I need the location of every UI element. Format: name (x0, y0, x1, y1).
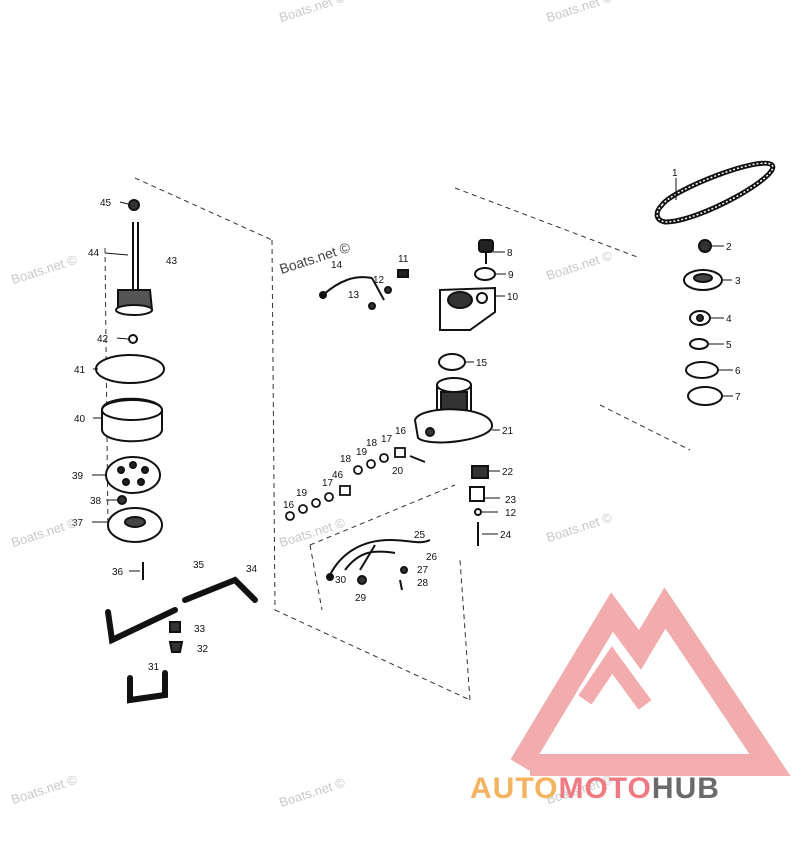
callout-37: 37 (72, 518, 84, 529)
callout-44: 44 (88, 248, 100, 259)
callout-10: 10 (507, 292, 519, 303)
brand-logo (510, 587, 791, 776)
callout-1: 1 (672, 168, 678, 179)
callout-30: 30 (335, 575, 347, 586)
callout-40: 40 (74, 414, 86, 425)
brand-moto: MOTO (558, 772, 652, 805)
callout-2: 2 (726, 242, 732, 253)
callout-3: 3 (735, 276, 741, 287)
callout-45: 45 (100, 198, 112, 209)
callout-20: 20 (392, 466, 404, 477)
callout-24: 24 (500, 530, 512, 541)
callout-46: 46 (332, 470, 344, 481)
callout-25: 25 (414, 530, 426, 541)
callout-22: 22 (502, 467, 514, 478)
parts-bracket-assembly (439, 239, 496, 331)
parts-wiring (326, 538, 431, 591)
callout-4: 4 (726, 314, 732, 325)
brand-wordmark: AUTOMOTOHUB (470, 772, 720, 806)
callout-31: 31 (148, 662, 160, 673)
brand-auto: AUTO (470, 772, 559, 805)
callouts: 1 2 3 4 5 6 7 8 9 10 11 12 13 14 15 16 1… (72, 168, 741, 673)
callout-11: 11 (398, 254, 409, 265)
part-belt (654, 160, 776, 225)
callout-12: 12 (373, 275, 385, 286)
parts-right-column (683, 239, 723, 406)
leader-lines (92, 178, 733, 572)
callout-7: 7 (735, 392, 741, 403)
callout-38: 38 (90, 496, 102, 507)
callout-18b: 18 (340, 454, 352, 465)
callout-34: 34 (246, 564, 258, 575)
callout-17b: 17 (322, 478, 334, 489)
callout-14: 14 (331, 260, 343, 271)
callout-6: 6 (735, 366, 741, 377)
callout-28: 28 (417, 578, 429, 589)
callout-8: 8 (507, 248, 513, 259)
parts-hose-fitting (319, 269, 409, 310)
brand-hub: HUB (651, 772, 720, 805)
parts-fittings (168, 621, 184, 653)
callout-16b: 16 (283, 500, 295, 511)
callout-42: 42 (97, 334, 109, 345)
callout-19b: 19 (296, 488, 308, 499)
callout-41: 41 (74, 365, 86, 376)
callout-36: 36 (112, 567, 124, 578)
callout-9: 9 (508, 270, 514, 281)
callout-27: 27 (417, 565, 429, 576)
callout-21: 21 (502, 426, 514, 437)
callout-12b: 12 (505, 508, 517, 519)
callout-43: 43 (166, 256, 178, 267)
parts-connector (469, 465, 489, 546)
callout-5: 5 (726, 340, 732, 351)
parts-left-stack (95, 199, 165, 580)
callout-19: 19 (356, 447, 368, 458)
callout-26: 26 (426, 552, 438, 563)
callout-35: 35 (193, 560, 205, 571)
callout-18: 18 (366, 438, 378, 449)
callout-23: 23 (505, 495, 517, 506)
callout-16: 16 (395, 426, 407, 437)
callout-32: 32 (197, 644, 209, 655)
parts-motor (413, 353, 493, 444)
callout-13: 13 (348, 290, 360, 301)
callout-39: 39 (72, 471, 84, 482)
callout-29: 29 (355, 593, 367, 604)
parts-brush-set (285, 447, 426, 521)
callout-17: 17 (381, 434, 393, 445)
callout-15: 15 (476, 358, 488, 369)
parts-tubes (105, 576, 258, 704)
callout-33: 33 (194, 624, 206, 635)
